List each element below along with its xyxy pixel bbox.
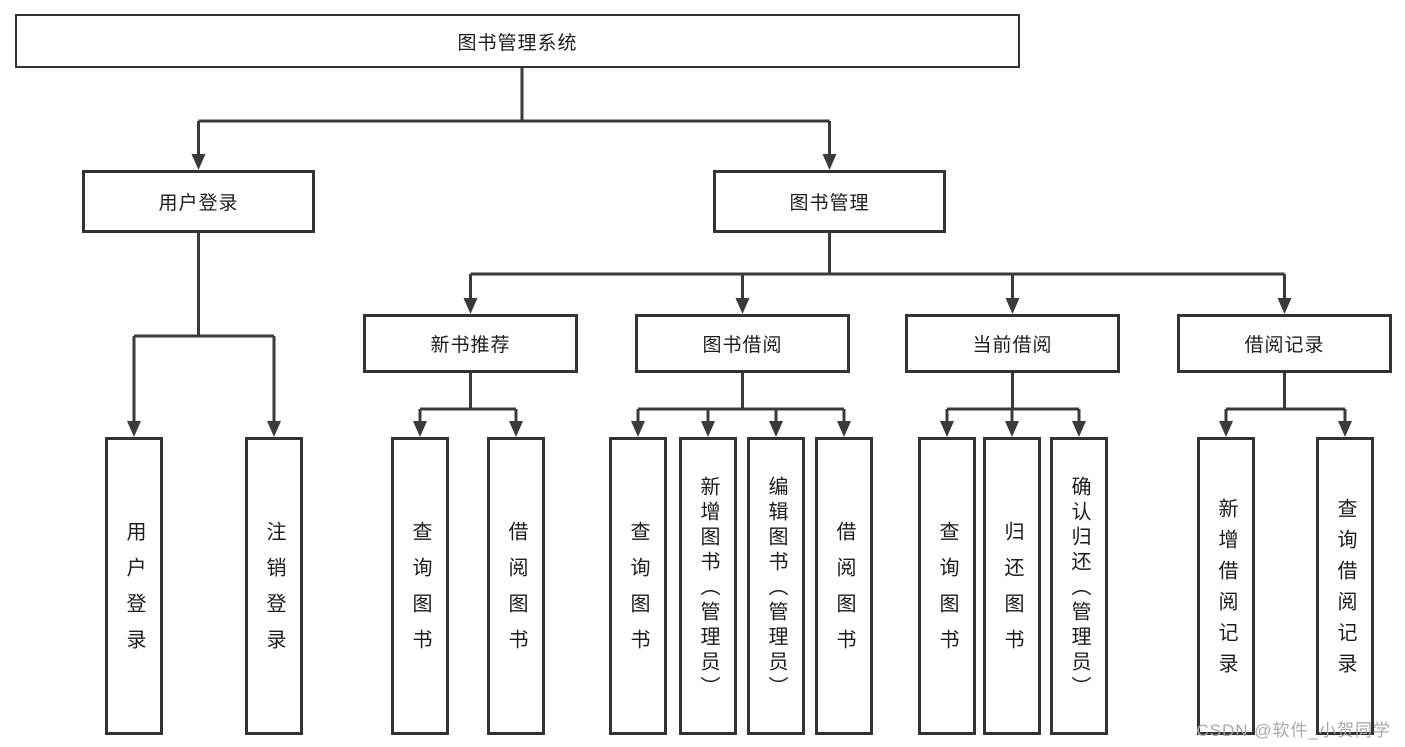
node-label: 借阅图书 [833,521,855,665]
node-label: 图书管理系统 [457,32,578,54]
tree-trunk-lines [132,68,1347,422]
node-book-borrow: 图书借阅 [635,314,850,373]
node-borrow-records: 借阅记录 [1177,314,1392,373]
node-label: 用户登录 [158,193,239,214]
node-label: 查询图书 [409,521,431,665]
node-current-borrow: 当前借阅 [905,314,1120,373]
leaf-query-books-recommend: 查询图书 [391,437,449,735]
node-label: 新书推荐 [430,335,511,356]
node-label: 图书借阅 [702,335,783,356]
leaf-add-borrow-record: 新增借阅记录 [1197,437,1255,735]
leaf-return-books: 归还图书 [983,437,1041,735]
leaf-query-books-current: 查询图书 [918,437,976,735]
node-new-book-recommend: 新书推荐 [363,314,578,373]
node-label: 查询图书 [627,521,649,665]
leaf-confirm-return-admin: 确认归还（管理员） [1050,437,1108,735]
node-label: 查询图书 [936,521,958,665]
leaf-user-login: 用户登录 [105,437,163,735]
node-label: 新增图书（管理员） [697,475,719,701]
leaf-query-borrow-record: 查询借阅记录 [1316,437,1374,735]
node-label: 新增借阅记录 [1215,498,1237,684]
leaf-borrow-books: 借阅图书 [815,437,873,735]
leaf-query-books-borrow: 查询图书 [609,437,667,735]
node-label: 归还图书 [1001,521,1023,665]
leaf-add-books-admin: 新增图书（管理员） [679,437,737,735]
arrowheads [127,154,1352,437]
node-label: 借阅记录 [1244,335,1325,356]
leaf-borrow-books-recommend: 借阅图书 [487,437,545,735]
node-label: 用户登录 [123,521,145,665]
node-label: 注销登录 [263,521,285,665]
node-label: 确认归还（管理员） [1068,475,1090,701]
leaf-edit-books-admin: 编辑图书（管理员） [747,437,805,735]
node-label: 图书管理 [789,193,870,214]
leaf-logout: 注销登录 [245,437,303,735]
node-label: 当前借阅 [972,335,1053,356]
node-book-management: 图书管理 [713,170,946,233]
node-user-login: 用户登录 [82,170,315,233]
csdn-watermark: CSDN @软件_小贺同学 [1196,721,1391,740]
node-label: 借阅图书 [505,521,527,665]
node-label: 编辑图书（管理员） [765,475,787,701]
node-root-system: 图书管理系统 [15,14,1020,68]
node-label: 查询借阅记录 [1334,498,1356,684]
